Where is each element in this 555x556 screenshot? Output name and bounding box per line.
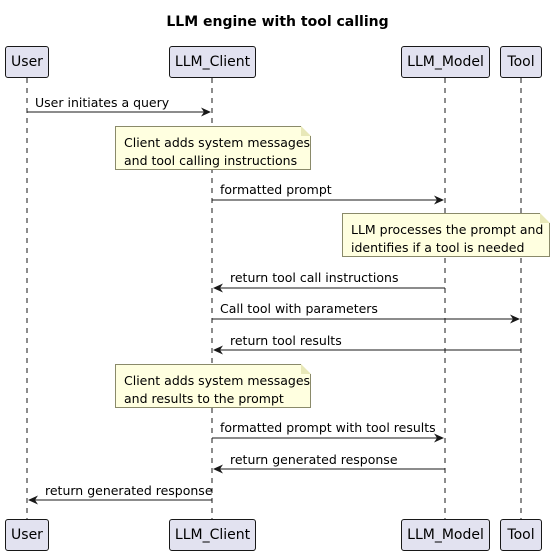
participant-model-top: LLM_Model <box>401 46 490 78</box>
note-line: identifies if a tool is needed <box>351 239 525 255</box>
note-client-results: Client adds system messages and results … <box>115 364 311 408</box>
note-line: LLM processes the prompt and <box>351 222 544 237</box>
participant-client-bottom: LLM_Client <box>169 519 256 551</box>
message-label: return generated response <box>230 452 398 467</box>
note-line: and results to the prompt <box>124 390 284 406</box>
participant-model-bottom: LLM_Model <box>401 519 490 551</box>
message-label: formatted prompt with tool results <box>220 420 436 435</box>
participant-user-bottom: User <box>5 519 49 551</box>
participant-tool-bottom: Tool <box>500 519 542 551</box>
note-client-system-messages: Client adds system messages and tool cal… <box>115 126 311 170</box>
note-line: Client adds system messages <box>124 373 311 388</box>
participant-client-top: LLM_Client <box>169 46 256 78</box>
message-label: return tool call instructions <box>230 270 399 285</box>
note-llm-processes: LLM processes the prompt and identifies … <box>342 213 550 257</box>
message-label: formatted prompt <box>220 182 332 197</box>
note-line: and tool calling instructions <box>124 152 298 168</box>
participant-user-top: User <box>5 46 49 78</box>
note-line: Client adds system messages <box>124 135 311 150</box>
diagram-title: LLM engine with tool calling <box>166 14 389 30</box>
participant-tool-top: Tool <box>500 46 542 78</box>
message-label: return generated response <box>45 483 213 498</box>
message-label: Call tool with parameters <box>220 301 378 316</box>
message-label: return tool results <box>230 333 342 348</box>
message-label: User initiates a query <box>35 95 170 110</box>
